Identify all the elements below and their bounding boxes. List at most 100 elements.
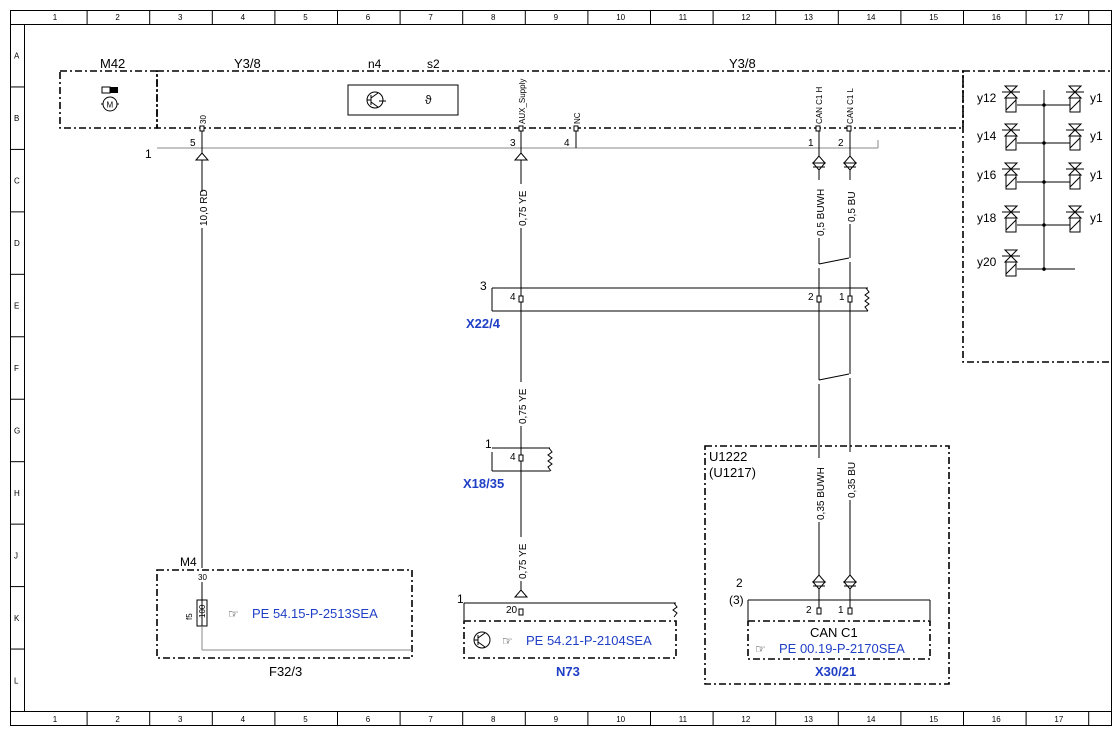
border-col-bottom: 1	[53, 715, 58, 724]
x30-21-box	[747, 620, 931, 660]
border-col-top: 7	[428, 13, 433, 22]
f32-3-ref[interactable]: PE 54.15-P-2513SEA	[252, 606, 378, 621]
f32-3-box	[156, 569, 413, 659]
wire-rd-label: 10,0 RD	[199, 189, 210, 226]
border-col-top: 14	[867, 13, 876, 22]
y38-box	[156, 70, 964, 129]
solenoid-valve-icon	[1002, 85, 1020, 113]
x30-ref[interactable]: PE 00.19-P-2170SEA	[779, 641, 905, 656]
n73-ref[interactable]: PE 54.21-P-2104SEA	[526, 633, 652, 648]
border-row-label: C	[14, 177, 20, 186]
y38-label-left: Y3/8	[234, 56, 261, 71]
wire-ye-label-1: 0,75 YE	[518, 190, 529, 226]
border-col-bottom: 9	[554, 715, 559, 724]
x30-conn-number-alt: (3)	[729, 593, 744, 607]
x22-pin-2: 2	[808, 292, 814, 303]
fuse	[196, 582, 412, 651]
border-row-label: J	[14, 551, 18, 560]
ye-connector-arrow-top	[513, 152, 529, 161]
border-row-label: D	[14, 239, 20, 248]
wire-bu-label-2: 0,35 BU	[847, 462, 858, 498]
border-col-top: 6	[366, 13, 371, 22]
pointer-icon: ☞	[502, 634, 513, 648]
border-col-bottom: 12	[741, 715, 750, 724]
n73-label: N73	[556, 664, 580, 679]
solenoid-valve-icon	[1066, 85, 1084, 113]
border-row-label: L	[14, 676, 19, 685]
border-col-top: 16	[992, 13, 1001, 22]
n73-transistor-icon	[473, 631, 491, 649]
fuse-type: f5	[185, 613, 194, 620]
border-row-label: A	[14, 52, 20, 61]
wire-ye-label-2: 0,75 YE	[518, 388, 529, 424]
m4-pin-30: 30	[198, 573, 207, 582]
solenoid-valve-icon	[1066, 123, 1084, 151]
border-col-top: 3	[178, 13, 183, 22]
border-col-bottom: 10	[616, 715, 625, 724]
valve-label: y1	[1090, 211, 1103, 225]
border-col-bottom: 6	[366, 715, 371, 724]
valve-label: y1	[1090, 129, 1103, 143]
bus-1-label: 1	[145, 147, 152, 161]
border-col-top: 9	[554, 13, 559, 22]
n73-pin-20: 20	[506, 605, 518, 616]
border-col-top: 11	[679, 13, 688, 22]
wire-buwh-label-1: 0,5 BUWH	[816, 189, 827, 236]
border-row-label: H	[14, 489, 20, 498]
can-double-arrows-bottom	[811, 574, 858, 590]
pin-nc-label: NC	[573, 112, 582, 124]
solenoid-valve-icon	[1066, 162, 1084, 190]
border-col-bottom: 5	[303, 715, 308, 724]
fuse-rating: 100	[198, 604, 207, 618]
pointer-icon: ☞	[228, 607, 239, 621]
border-col-top: 15	[929, 13, 938, 22]
x22-pin-4: 4	[510, 292, 516, 303]
sensor-box	[347, 84, 459, 116]
border-col-bottom: 15	[929, 715, 938, 724]
n73-conn-number: 1	[457, 592, 464, 606]
valve-label: y14	[977, 129, 997, 143]
x30-21-label: X30/21	[815, 664, 856, 679]
valve-label: y20	[977, 255, 997, 269]
pin-canh-label: CAN C1 H	[815, 86, 824, 124]
solenoid-valve-icon	[1002, 205, 1020, 233]
s2-label: s2	[427, 57, 440, 71]
pin-1: 1	[808, 138, 814, 149]
border-col-top: 13	[804, 13, 813, 22]
border-col-top: 4	[241, 13, 246, 22]
border-row-label: F	[14, 364, 19, 373]
border-col-bottom: 7	[428, 715, 433, 724]
solenoid-valve-icon	[1002, 123, 1020, 151]
temperature-icon: ϑ	[425, 93, 432, 107]
border-col-top: 10	[616, 13, 625, 22]
x18-35-label: X18/35	[463, 476, 504, 491]
border-col-top: 1	[53, 13, 58, 22]
pin-aux-label: AUX_Supply	[518, 79, 527, 124]
x30-conn-number: 2	[736, 576, 743, 590]
y38-label-right: Y3/8	[729, 56, 756, 71]
x22-pin-1: 1	[839, 292, 845, 303]
valve-label: y16	[977, 168, 997, 182]
n73-connector	[463, 589, 678, 620]
pin-4: 4	[564, 138, 570, 149]
border-row-label: E	[14, 302, 19, 311]
u1217-label: (U1217)	[709, 465, 756, 480]
solenoid-valve-icon	[1002, 162, 1020, 190]
x30-21-connector	[747, 599, 931, 620]
transistor-icon	[366, 91, 386, 109]
n4-label: n4	[368, 57, 382, 71]
border-row-label: B	[14, 114, 19, 123]
x18-pin-4: 4	[510, 452, 516, 463]
border-col-bottom: 13	[804, 715, 813, 724]
x22-4-connector	[491, 287, 870, 312]
border-row-label: K	[14, 614, 20, 623]
valve-label: y1	[1090, 91, 1103, 105]
n73-box	[463, 620, 677, 659]
x18-conn-number: 1	[485, 437, 492, 451]
x30-pin-1: 1	[838, 605, 844, 616]
valve-label: y12	[977, 91, 997, 105]
border-col-bottom: 11	[679, 715, 688, 724]
m4-label: M4	[180, 555, 197, 569]
border-col-bottom: 2	[115, 715, 120, 724]
